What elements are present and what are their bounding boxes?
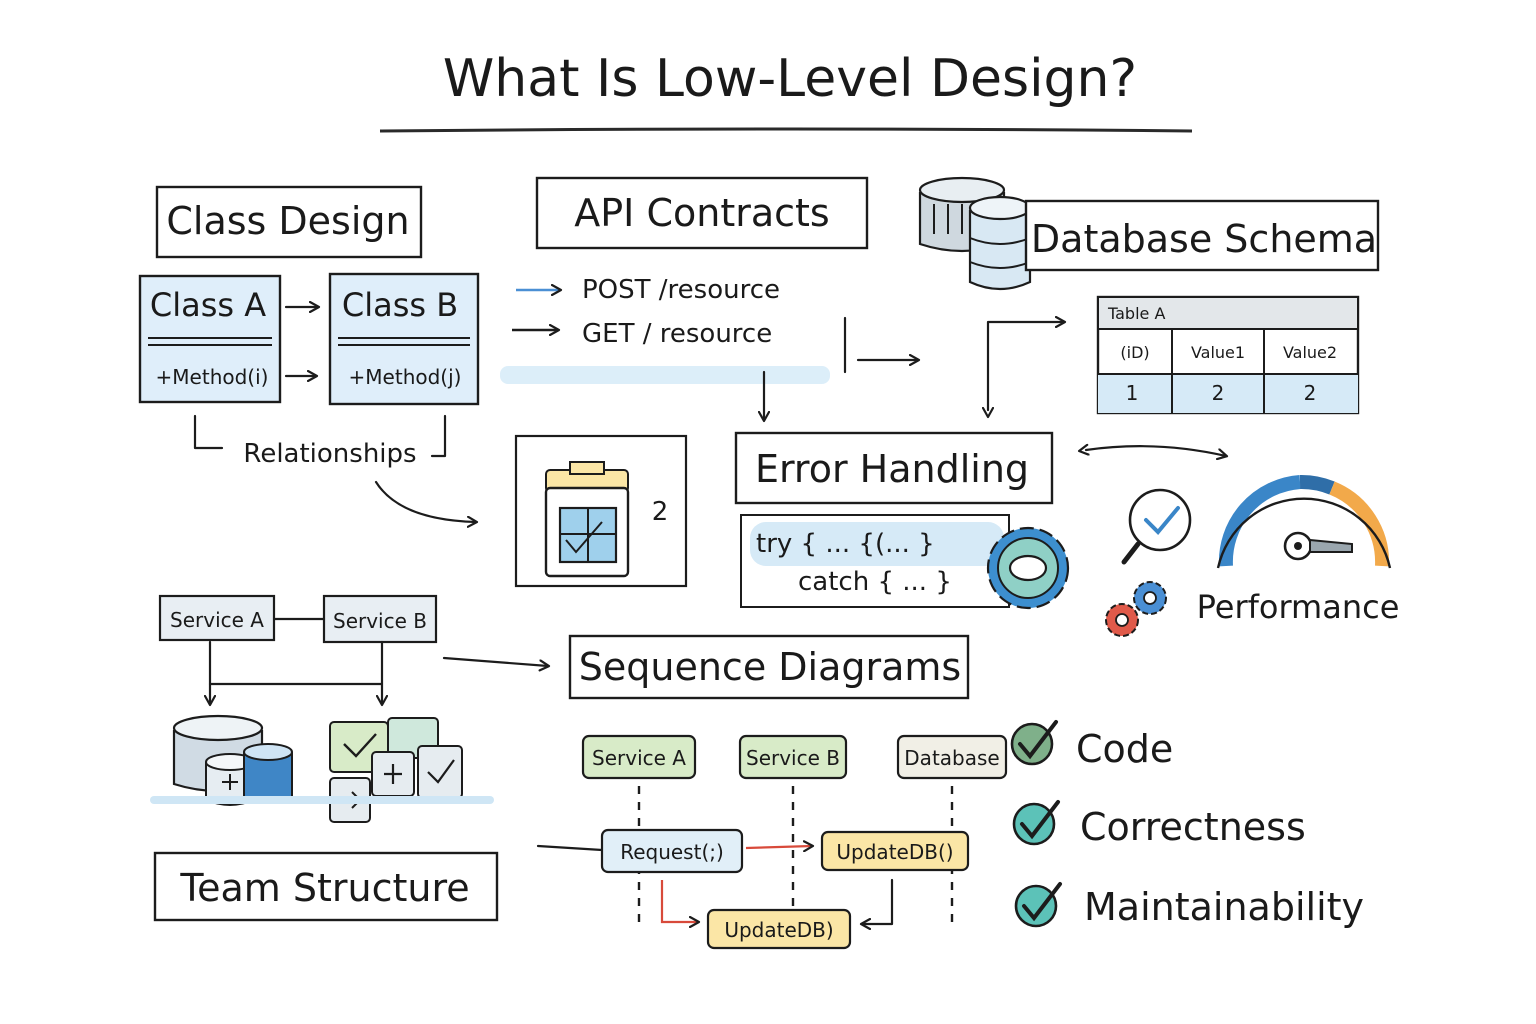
- team-tasks-icon: [329, 717, 463, 823]
- api-wash: [500, 366, 830, 384]
- database-schema-section: Database Schema Table A (iD) Value1 Valu…: [918, 176, 1380, 415]
- seq-update-left-arrow: [660, 880, 698, 922]
- seq-message-box-update2: [706, 908, 852, 950]
- document-widget: 2: [514, 434, 688, 588]
- page-title: What Is Low-Level Design?: [443, 49, 1137, 109]
- performance-section: Performance: [1105, 475, 1400, 637]
- goal-correctness: Correctness: [1012, 800, 1306, 849]
- error-code-catch: catch { ... }: [798, 567, 952, 597]
- gear-icon: [986, 526, 1070, 610]
- magnifier-check-icon: [1121, 488, 1192, 565]
- seq-update-right-arrow: [862, 878, 894, 924]
- gauge-icon: [1216, 475, 1392, 569]
- class-a-method: +Method(i): [156, 365, 269, 389]
- check-icon: [1014, 884, 1058, 928]
- team-structure-heading-box: [153, 851, 499, 922]
- performance-label: Performance: [1197, 588, 1400, 626]
- goal-maintainability: Maintainability: [1014, 882, 1364, 929]
- error-code-wash: [750, 522, 1004, 566]
- gears-icon: [1105, 581, 1167, 637]
- class-design-heading-box: [155, 185, 423, 259]
- seq-participant-box-a: [581, 734, 697, 780]
- column-value2: Value2: [1283, 343, 1337, 362]
- seq-participant-box-b: [738, 734, 848, 780]
- error-handling-section: Error Handling try { ... {(... } catch {…: [734, 431, 1226, 610]
- seq-message-request: Request(;): [620, 840, 724, 864]
- sequence-diagrams-heading-box: [568, 634, 970, 700]
- column-id: (iD): [1120, 343, 1149, 362]
- error-handling-heading: Error Handling: [755, 447, 1029, 491]
- database-icon: [918, 176, 1032, 291]
- title-underline: [379, 127, 1193, 133]
- check-icon: [1010, 722, 1054, 766]
- relationships-bracket-right: [430, 414, 447, 458]
- team-structure-heading: Team Structure: [179, 866, 469, 910]
- table-name: Table A: [1107, 304, 1165, 323]
- class-a-name: Class A: [150, 286, 266, 324]
- seq-message-update1: UpdateDB(): [836, 840, 953, 864]
- team-service-b: Service B: [333, 609, 427, 633]
- goal-correctness-label: Correctness: [1080, 805, 1306, 849]
- error-handling-heading-box: [734, 431, 1054, 505]
- api-contracts-section: API Contracts POST /resource GET / resou…: [500, 176, 918, 420]
- goal-maintainability-label: Maintainability: [1084, 885, 1364, 929]
- document-widget-number: 2: [652, 497, 669, 527]
- cell-value2: 2: [1304, 381, 1317, 405]
- api-endpoint-post: POST /resource: [582, 275, 780, 305]
- team-service-a-box: [158, 594, 276, 642]
- class-b-name: Class B: [342, 286, 458, 324]
- team-to-sequence-arrow: [442, 656, 548, 666]
- seq-message-update2: UpdateDB): [724, 918, 833, 942]
- database-schema-heading-box: [1024, 199, 1380, 272]
- team-service-a: Service A: [170, 608, 264, 632]
- schema-table: Table A (iD) Value1 Value2 1 2 2: [1096, 295, 1360, 415]
- seq-request-arrow: [745, 846, 812, 848]
- team-service-b-box: [322, 594, 438, 644]
- class-b-box: Class B +Method(j): [328, 272, 480, 406]
- check-icon: [1012, 802, 1056, 846]
- api-endpoint-get: GET / resource: [582, 319, 772, 349]
- seq-participant-b: Service B: [746, 746, 840, 770]
- team-wash: [150, 796, 494, 804]
- class-b-method: +Method(j): [349, 365, 462, 389]
- goal-code-label: Code: [1076, 727, 1173, 771]
- sequence-diagrams-section: Sequence Diagrams Service A Service B Da…: [536, 634, 1008, 950]
- error-code-try: try { ... {(... }: [756, 529, 935, 559]
- cell-value1: 2: [1212, 381, 1225, 405]
- seq-participant-db: Database: [904, 746, 999, 770]
- seq-participant-box-db: [896, 734, 1008, 780]
- goal-code: Code: [1010, 720, 1173, 771]
- database-schema-heading: Database Schema: [1031, 217, 1377, 261]
- api-contracts-heading: API Contracts: [574, 191, 829, 235]
- class-design-section: Class Design Class A +Method(i) Class B …: [138, 185, 480, 522]
- team-database-icon: [172, 714, 293, 806]
- api-contracts-heading-box: [535, 176, 869, 250]
- relationships-to-doc-arrow: [374, 480, 476, 522]
- class-a-box: Class A +Method(i): [138, 274, 282, 404]
- seq-message-box-update1: [820, 830, 970, 872]
- relationships-label: Relationships: [243, 439, 416, 469]
- team-structure-section: Service A Service B Team: [150, 594, 548, 922]
- class-design-heading: Class Design: [166, 199, 409, 243]
- column-value1: Value1: [1191, 343, 1245, 362]
- cell-id: 1: [1126, 381, 1139, 405]
- sequence-diagrams-heading: Sequence Diagrams: [579, 645, 961, 689]
- seq-incoming-line: [536, 844, 604, 852]
- seq-message-box-request: [600, 828, 744, 874]
- error-to-performance-arrow: [1086, 446, 1226, 456]
- db-elbow-arrow: [988, 322, 1064, 410]
- relationships-bracket-left: [193, 414, 224, 450]
- goals-checklist: Code Correctness Maintainability: [1010, 720, 1364, 929]
- seq-participant-a: Service A: [592, 746, 686, 770]
